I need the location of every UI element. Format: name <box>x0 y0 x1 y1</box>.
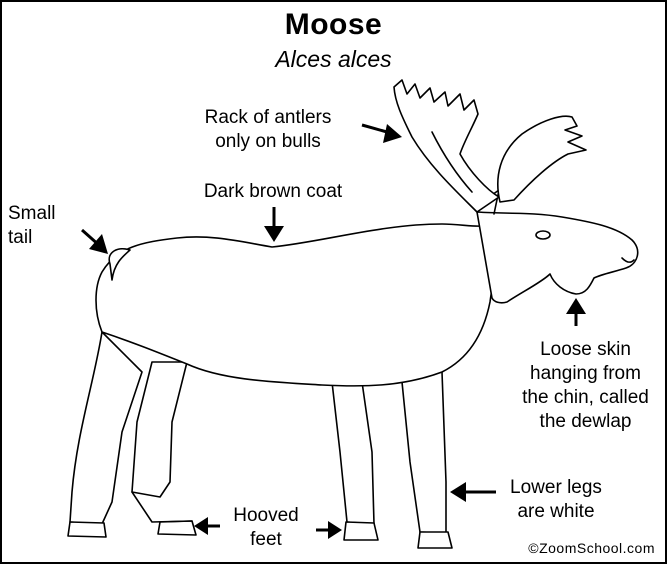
label-lower-legs: Lower legsare white <box>496 476 616 524</box>
arrow-coat <box>264 207 284 242</box>
foreleg-far <box>402 372 446 533</box>
moose-antler-far <box>498 116 586 202</box>
arrow-antlers <box>362 124 402 143</box>
label-dewlap: Loose skinhanging from the chin, calledt… <box>508 338 663 434</box>
moose-eye <box>536 231 550 239</box>
arrow-tail <box>82 230 108 254</box>
fore-hoof-near <box>344 522 378 540</box>
arrow-lower-legs <box>450 482 496 502</box>
moose-head <box>477 212 638 303</box>
fore-hoof-far <box>418 532 452 548</box>
label-hooves: Hoovedfeet <box>218 504 314 552</box>
foreleg-near <box>332 382 374 524</box>
hind-leg-far <box>132 362 187 497</box>
moose-antler-main <box>394 80 499 212</box>
label-tail: Smalltail <box>8 202 78 250</box>
hind-leg-near <box>70 332 142 524</box>
arrow-hooves-right <box>316 521 342 539</box>
arrow-hooves-left <box>194 517 220 535</box>
hind-hoof-far <box>158 521 196 535</box>
arrow-dewlap <box>566 298 586 326</box>
label-coat: Dark brown coat <box>168 180 378 204</box>
copyright-notice: ©ZoomSchool.com <box>528 540 655 556</box>
hind-hoof-near <box>68 522 106 537</box>
label-antlers: Rack of antlersonly on bulls <box>178 106 358 154</box>
